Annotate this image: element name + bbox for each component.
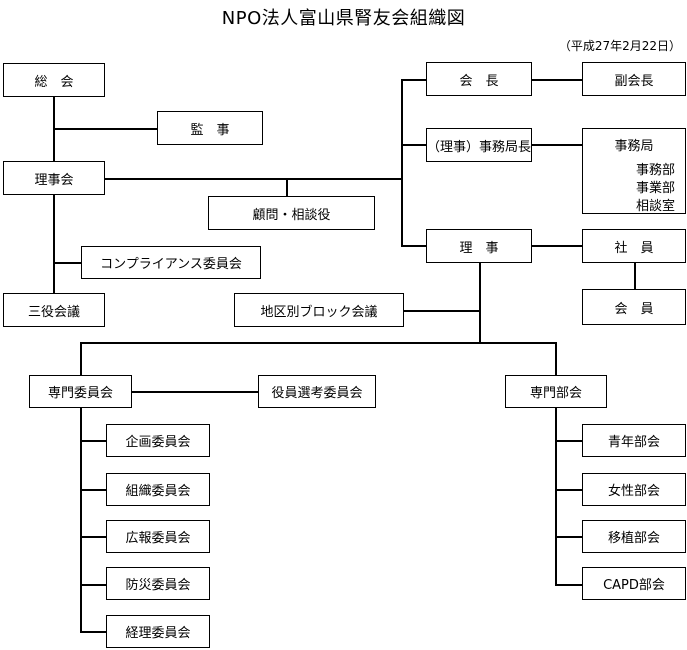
connector-line <box>80 584 107 586</box>
node-senmon-iinkai: 専門委員会 <box>29 375 132 408</box>
node-senmon-bukai: 専門部会 <box>505 375 607 408</box>
connector-line <box>80 407 82 632</box>
connector-line <box>479 262 481 342</box>
connector-line <box>80 342 556 344</box>
node-label: 総 会 <box>34 74 74 90</box>
connector-line <box>53 96 55 296</box>
node-sanyaku: 三役会議 <box>3 293 105 327</box>
node-committee: 経理委員会 <box>106 615 210 648</box>
node-jimukyokucho: （理事）事務局長 <box>426 128 532 162</box>
sub-label: 相談室 <box>635 199 675 214</box>
node-label: 専門委員会 <box>47 386 113 401</box>
node-rijikai: 理事会 <box>3 161 105 195</box>
node-chiku: 地区別ブロック会議 <box>234 293 404 327</box>
connector-line <box>531 245 583 247</box>
node-jimukyoku: 事務局 事務部 事業部 相談室 <box>582 128 686 214</box>
connector-line <box>53 262 82 264</box>
node-committee: 広報委員会 <box>106 520 210 553</box>
node-label: 防災委員会 <box>125 578 191 593</box>
sub-label: 事務部 <box>635 163 675 178</box>
connector-line <box>401 79 403 246</box>
connector-line <box>555 536 583 538</box>
connector-line <box>555 342 557 376</box>
node-label: 会 員 <box>614 301 654 317</box>
node-label: 地区別ブロック会議 <box>260 304 378 320</box>
node-soukai: 総 会 <box>3 63 105 97</box>
node-label: 事務局 <box>614 139 654 154</box>
node-label: 企画委員会 <box>125 435 191 450</box>
node-label: 社 員 <box>614 240 654 256</box>
date-label: （平成27年2月22日） <box>558 39 681 53</box>
node-division: 女性部会 <box>582 473 686 506</box>
connector-line <box>53 128 158 130</box>
node-label: 理事会 <box>34 172 74 188</box>
node-committee: 組織委員会 <box>106 473 210 506</box>
connector-line <box>403 310 480 312</box>
node-division: 移植部会 <box>582 520 686 553</box>
node-division: CAPD部会 <box>582 567 686 600</box>
node-shain: 社 員 <box>582 229 686 263</box>
node-kaicho: 会 長 <box>426 62 532 96</box>
node-label: 会 長 <box>459 73 499 89</box>
node-label: 広報委員会 <box>125 531 191 546</box>
connector-line <box>80 631 107 633</box>
node-label: 三役会議 <box>27 304 80 320</box>
sub-label: 事業部 <box>635 181 675 196</box>
connector-line <box>401 245 427 247</box>
node-label: 組織委員会 <box>125 484 191 499</box>
node-label: 青年部会 <box>607 435 660 450</box>
node-label: （理事）事務局長 <box>427 139 532 155</box>
node-label: 副会長 <box>614 73 654 89</box>
node-label: 役員選考委員会 <box>271 386 363 401</box>
node-label: コンプライアンス委員会 <box>100 257 242 272</box>
connector-line <box>555 407 557 584</box>
node-label: 女性部会 <box>607 484 660 499</box>
node-kanji: 監 事 <box>157 111 263 145</box>
connector-line <box>634 262 636 290</box>
connector-line <box>401 79 427 81</box>
node-riji: 理 事 <box>426 229 532 263</box>
node-label: 経理委員会 <box>125 626 191 641</box>
node-label: 理 事 <box>459 240 499 256</box>
node-yakuin-senkou: 役員選考委員会 <box>258 375 376 408</box>
connector-line <box>132 391 259 393</box>
connector-line <box>401 144 427 146</box>
node-fukukaicho: 副会長 <box>582 62 686 96</box>
connector-line <box>80 342 82 376</box>
node-label: 専門部会 <box>529 386 582 401</box>
connector-line <box>286 178 288 197</box>
connector-line <box>80 536 107 538</box>
node-kaiin: 会 員 <box>582 289 686 325</box>
connector-line <box>104 178 401 180</box>
connector-line <box>531 79 583 81</box>
node-label: 監 事 <box>190 122 230 138</box>
node-komon: 顧問・相談役 <box>208 196 375 230</box>
connector-line <box>80 440 107 442</box>
node-label: 移植部会 <box>607 531 660 546</box>
node-committee: 企画委員会 <box>106 424 210 457</box>
connector-line <box>555 440 583 442</box>
page-title: NPO法人富山県腎友会組織図 <box>221 8 466 29</box>
node-committee: 防災委員会 <box>106 567 210 600</box>
node-label: CAPD部会 <box>603 578 665 593</box>
connector-line <box>555 489 583 491</box>
connector-line <box>555 584 583 586</box>
connector-line <box>80 489 107 491</box>
connector-line <box>531 144 583 146</box>
node-compliance: コンプライアンス委員会 <box>81 246 261 279</box>
node-division: 青年部会 <box>582 424 686 457</box>
node-label: 顧問・相談役 <box>252 207 331 223</box>
